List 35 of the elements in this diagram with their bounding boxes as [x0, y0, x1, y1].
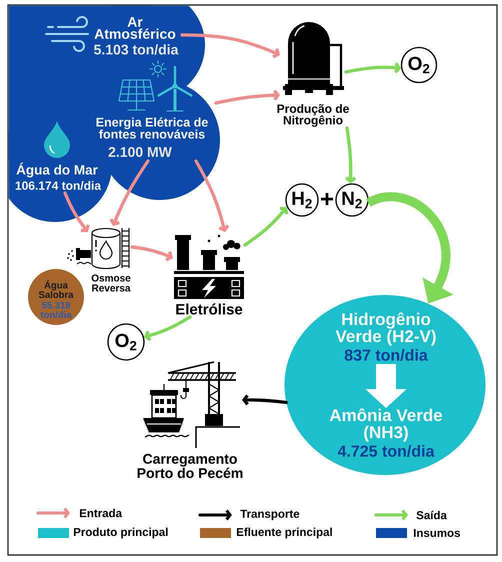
node-label: Amônia Verde (NH3) — [330, 408, 442, 442]
arrow — [214, 90, 280, 105]
arrow — [344, 62, 402, 74]
node-label: Eletrólise — [176, 303, 242, 315]
arrow — [345, 126, 356, 184]
node-label: Ar Atmosférico — [94, 17, 176, 39]
node-label: Produção de Nitrogênio — [277, 104, 349, 127]
circle-shape — [284, 295, 486, 475]
legend-label: Produto principal — [74, 528, 168, 538]
value-label: 106.174 ton/dia — [16, 181, 102, 190]
value-label: 2.100 MW — [108, 147, 172, 157]
legend-label: Entrada — [80, 508, 122, 518]
value-label: 837 ton/dia — [344, 349, 428, 361]
arrow — [180, 33, 280, 58]
legend-label: Saída — [416, 510, 447, 520]
arrow — [144, 315, 192, 342]
arrow — [110, 159, 150, 226]
node-label: Água do Mar — [16, 162, 98, 178]
arrow — [130, 245, 173, 262]
node-label: Osmose Reversa — [92, 274, 131, 292]
node-label: Hidrogênio Verde (H2-V) — [336, 312, 436, 346]
value-label: 4.725 ton/dia — [338, 445, 435, 457]
legend-label: Transporte — [240, 510, 300, 520]
plus-sign: + — [321, 192, 334, 206]
arrow — [243, 206, 288, 247]
value-label: 5.103 ton/dia — [94, 44, 178, 55]
value-label: 55.318 ton/dia — [40, 302, 72, 318]
legend-label: Efluente principal — [236, 528, 332, 538]
node-label: Carregamento Porto do Pecém — [138, 454, 242, 478]
node-label: Água Salobra — [38, 280, 74, 298]
arrow — [63, 191, 90, 232]
cloud-shape — [8, 6, 220, 222]
arrow — [242, 394, 288, 406]
node-label: Energia Elétrica de fontes renováveis — [96, 117, 208, 139]
legend-label: Insumos — [414, 529, 460, 537]
